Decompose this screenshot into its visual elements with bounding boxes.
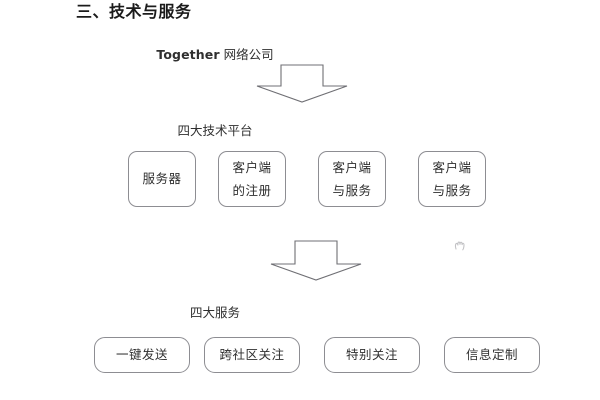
platform-box-2-line1: 客户端 xyxy=(232,159,272,175)
platform-box-3[interactable]: 客户端 与服务 xyxy=(318,151,386,207)
page-title: 三、技术与服务 xyxy=(76,2,192,21)
caption-company: Together 网络公司 xyxy=(0,44,515,63)
caption-four-services: 四大服务 xyxy=(189,305,240,320)
platform-box-2[interactable]: 客户端 的注册 xyxy=(218,151,286,207)
platform-box-1-line1: 服务器 xyxy=(142,171,182,187)
platform-box-1[interactable]: 服务器 xyxy=(128,151,196,207)
service-box-2[interactable]: 跨社区关注 xyxy=(204,337,300,373)
service-box-3-label: 特别关注 xyxy=(345,347,398,363)
grab-cursor-icon xyxy=(452,238,468,254)
arrow-platforms-to-services-icon xyxy=(268,240,364,282)
service-box-1[interactable]: 一键发送 xyxy=(94,337,190,373)
caption-company-cjk: 网络公司 xyxy=(219,47,274,62)
service-box-4[interactable]: 信息定制 xyxy=(444,337,540,373)
service-box-3[interactable]: 特别关注 xyxy=(324,337,420,373)
platform-box-3-line1: 客户端 xyxy=(332,159,372,175)
service-box-4-label: 信息定制 xyxy=(465,347,518,363)
caption-company-latin: Together xyxy=(156,47,220,62)
service-box-1-label: 一键发送 xyxy=(115,347,168,363)
caption-four-platforms: 四大技术平台 xyxy=(177,123,253,138)
platform-box-3-line2: 与服务 xyxy=(332,183,372,198)
platform-box-4[interactable]: 客户端 与服务 xyxy=(418,151,486,207)
arrow-company-to-platforms-icon xyxy=(254,64,350,104)
platform-box-4-line1: 客户端 xyxy=(432,159,472,175)
platform-box-4-line2: 与服务 xyxy=(432,183,472,198)
platform-box-2-line2: 的注册 xyxy=(232,183,272,198)
service-box-2-label: 跨社区关注 xyxy=(219,347,285,363)
